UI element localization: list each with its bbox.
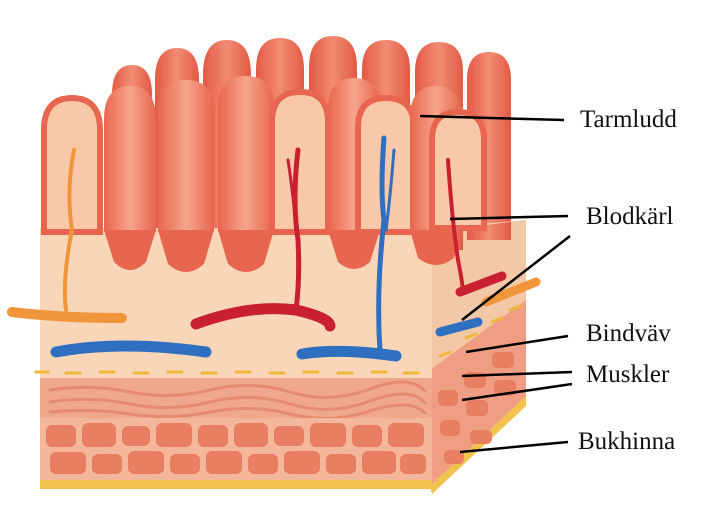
label-blood-vessels: Blodkärl [586, 203, 674, 231]
villi-front-row [44, 76, 484, 232]
label-connective-tissue: Bindväv [586, 320, 671, 348]
serosa-layer [40, 480, 432, 489]
label-muscles: Muskler [586, 361, 669, 389]
label-peritoneum: Bukhinna [578, 428, 675, 456]
label-villi: Tarmludd [580, 106, 677, 134]
